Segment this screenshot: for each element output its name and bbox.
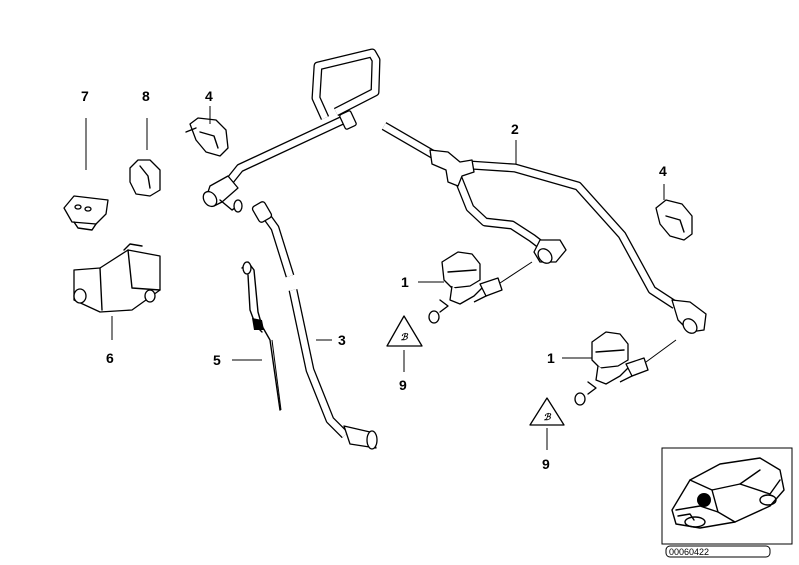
elbow-right <box>671 299 707 334</box>
location-marker <box>697 493 711 507</box>
inset-thumbnail: 00060422 <box>661 447 793 558</box>
callout-1-left: 1 <box>401 274 409 290</box>
clip-left <box>185 117 229 157</box>
rod-part <box>241 261 282 411</box>
nozzle-right <box>574 331 677 406</box>
callout-9-left: 9 <box>399 377 407 393</box>
clip-right <box>655 199 693 241</box>
callouts: 7 8 4 2 4 1 3 5 1 6 9 9 <box>81 88 667 472</box>
clip-nut <box>63 195 109 231</box>
callout-4-right: 4 <box>659 163 667 179</box>
svg-text:ℬ: ℬ <box>543 412 551 422</box>
callout-2: 2 <box>511 121 519 137</box>
car-outline <box>671 457 785 529</box>
elbow-middle <box>533 239 567 264</box>
bracket <box>73 243 161 313</box>
callout-8: 8 <box>142 88 150 104</box>
nozzle-left <box>428 251 533 324</box>
reference-code: 00060422 <box>669 547 709 557</box>
hose-assembly <box>202 48 707 334</box>
callout-6: 6 <box>106 350 114 366</box>
svg-text:ℬ: ℬ <box>400 332 408 342</box>
elbow-left <box>202 175 243 213</box>
callout-3: 3 <box>338 332 346 348</box>
hose-lower <box>251 201 378 450</box>
callout-9-right: 9 <box>542 456 550 472</box>
callout-4-left: 4 <box>205 88 213 104</box>
clip-spring <box>129 159 161 197</box>
warning-label-left: ℬ <box>386 315 423 347</box>
callout-7: 7 <box>81 88 89 104</box>
leader-lines <box>85 106 665 450</box>
warning-label-right: ℬ <box>529 397 565 426</box>
callout-1-right: 1 <box>547 350 555 366</box>
callout-5: 5 <box>213 352 221 368</box>
